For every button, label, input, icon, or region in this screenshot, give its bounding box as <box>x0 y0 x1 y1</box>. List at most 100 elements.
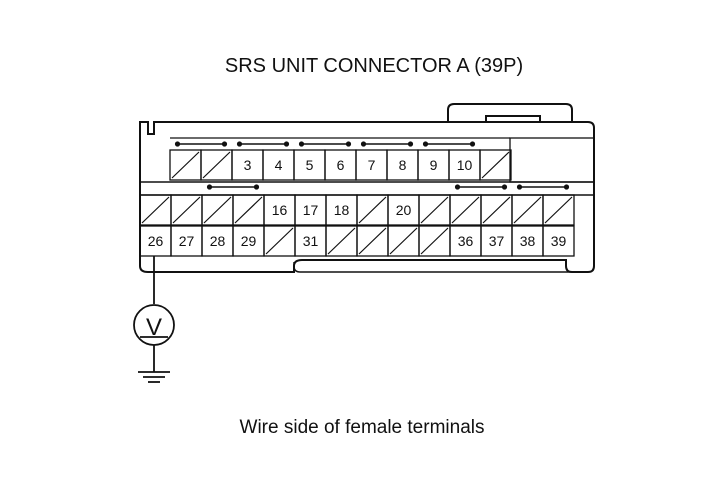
empty-cavity-slash <box>171 151 200 179</box>
shorting-bar-end <box>422 141 429 147</box>
connector-housing-outline <box>139 121 595 273</box>
connector-latch <box>447 103 573 122</box>
terminal-cell: 39 <box>542 225 575 257</box>
shorting-bar-end <box>221 141 228 147</box>
empty-cavity-slash <box>451 196 480 224</box>
shorting-bar-end <box>345 141 352 147</box>
shorting-bar-end <box>407 141 414 147</box>
shorting-bar-end <box>469 141 476 147</box>
connector-latch-inner <box>485 115 541 122</box>
empty-cavity-slash <box>481 151 510 179</box>
terminal-cell: 20 <box>387 194 420 226</box>
terminal-cell: 3 <box>231 149 264 181</box>
empty-cavity-slash <box>358 227 387 255</box>
shorting-bar <box>422 141 476 147</box>
terminal-pin-label: 6 <box>337 157 345 173</box>
empty-cavity-slash <box>513 196 542 224</box>
shorting-bar <box>516 184 570 190</box>
terminal-pin-label: 39 <box>551 233 567 249</box>
terminal-pin-label: 7 <box>368 157 376 173</box>
terminal-pin-label: 27 <box>179 233 195 249</box>
connector-body <box>139 103 595 273</box>
terminal-cell-empty <box>232 194 265 226</box>
terminal-cell-empty <box>325 225 358 257</box>
terminal-pin-label: 29 <box>241 233 257 249</box>
terminal-cell-empty <box>201 194 234 226</box>
shorting-bar-end <box>501 184 508 190</box>
terminal-cell: 37 <box>480 225 513 257</box>
diagram-caption: Wire side of female terminals <box>240 417 485 438</box>
terminal-cell: 5 <box>293 149 326 181</box>
terminal-cell-empty <box>542 194 575 226</box>
terminal-pin-label: 31 <box>303 233 319 249</box>
terminal-cell-empty <box>387 225 420 257</box>
terminal-cell-border <box>542 225 575 257</box>
terminal-cell: 36 <box>449 225 482 257</box>
empty-cavity-slash <box>141 196 170 224</box>
empty-cavity-slash <box>544 196 573 224</box>
shorting-bar-end <box>563 184 570 190</box>
empty-cavity-slash <box>203 196 232 224</box>
terminal-cell-empty <box>169 149 202 181</box>
terminal-cell: 38 <box>511 225 544 257</box>
terminal-cell: 29 <box>232 225 265 257</box>
terminal-cell-empty <box>511 194 544 226</box>
terminal-pin-label: 28 <box>210 233 226 249</box>
terminal-pin-label: 36 <box>458 233 474 249</box>
shorting-bar-end <box>298 141 305 147</box>
terminal-pin-label: 20 <box>396 202 412 218</box>
terminal-cell-empty <box>418 194 451 226</box>
empty-cavity-slash <box>234 196 263 224</box>
terminal-cell: 18 <box>325 194 358 226</box>
empty-cavity-slash <box>482 196 511 224</box>
terminal-cell-empty <box>356 225 389 257</box>
terminal-pin-label: 3 <box>244 157 252 173</box>
shorting-bar-end <box>236 141 243 147</box>
empty-cavity-slash <box>420 196 449 224</box>
terminal-pin-label: 5 <box>306 157 314 173</box>
diagram-title: SRS UNIT CONNECTOR A (39P) <box>225 55 523 77</box>
shorting-bar-end <box>253 184 260 190</box>
voltmeter-probe <box>133 256 175 383</box>
empty-cavity-slash <box>202 151 231 179</box>
terminal-block-blank <box>509 137 595 183</box>
terminal-cell-empty <box>356 194 389 226</box>
terminal-cell: 6 <box>324 149 357 181</box>
terminal-cell: 26 <box>139 225 172 257</box>
terminal-cell-empty <box>449 194 482 226</box>
terminal-cell-border <box>542 194 575 226</box>
empty-cavity-slash <box>327 227 356 255</box>
shorting-bar-end <box>360 141 367 147</box>
terminal-pin-label: 18 <box>334 202 350 218</box>
terminal-cell-empty <box>200 149 233 181</box>
terminal-cell-empty <box>479 149 512 181</box>
terminal-pin-label: 4 <box>275 157 283 173</box>
empty-cavity-slash <box>172 196 201 224</box>
terminal-cell-border <box>479 149 512 181</box>
connector-skirt <box>293 262 572 273</box>
shorting-bar <box>174 141 228 147</box>
voltmeter-symbol: V <box>146 314 162 341</box>
terminal-cell: 7 <box>355 149 388 181</box>
shorting-bar <box>360 141 414 147</box>
empty-cavity-slash <box>358 196 387 224</box>
terminal-cell-empty <box>480 194 513 226</box>
terminal-cell: 31 <box>294 225 327 257</box>
empty-cavity-slash <box>265 227 294 255</box>
empty-cavity-slash <box>420 227 449 255</box>
terminal-cell: 27 <box>170 225 203 257</box>
terminal-cell: 9 <box>417 149 450 181</box>
shorting-bars <box>174 141 570 190</box>
terminal-pin-label: 26 <box>148 233 164 249</box>
shorting-bar-end <box>516 184 523 190</box>
shorting-bar <box>298 141 352 147</box>
terminal-cell: 17 <box>294 194 327 226</box>
empty-cavity-slash <box>389 227 418 255</box>
terminal-cell-empty <box>263 225 296 257</box>
terminal-cell-empty <box>139 194 172 226</box>
shorting-bar <box>454 184 508 190</box>
terminal-cell-empty <box>418 225 451 257</box>
terminal-cell-empty <box>170 194 203 226</box>
